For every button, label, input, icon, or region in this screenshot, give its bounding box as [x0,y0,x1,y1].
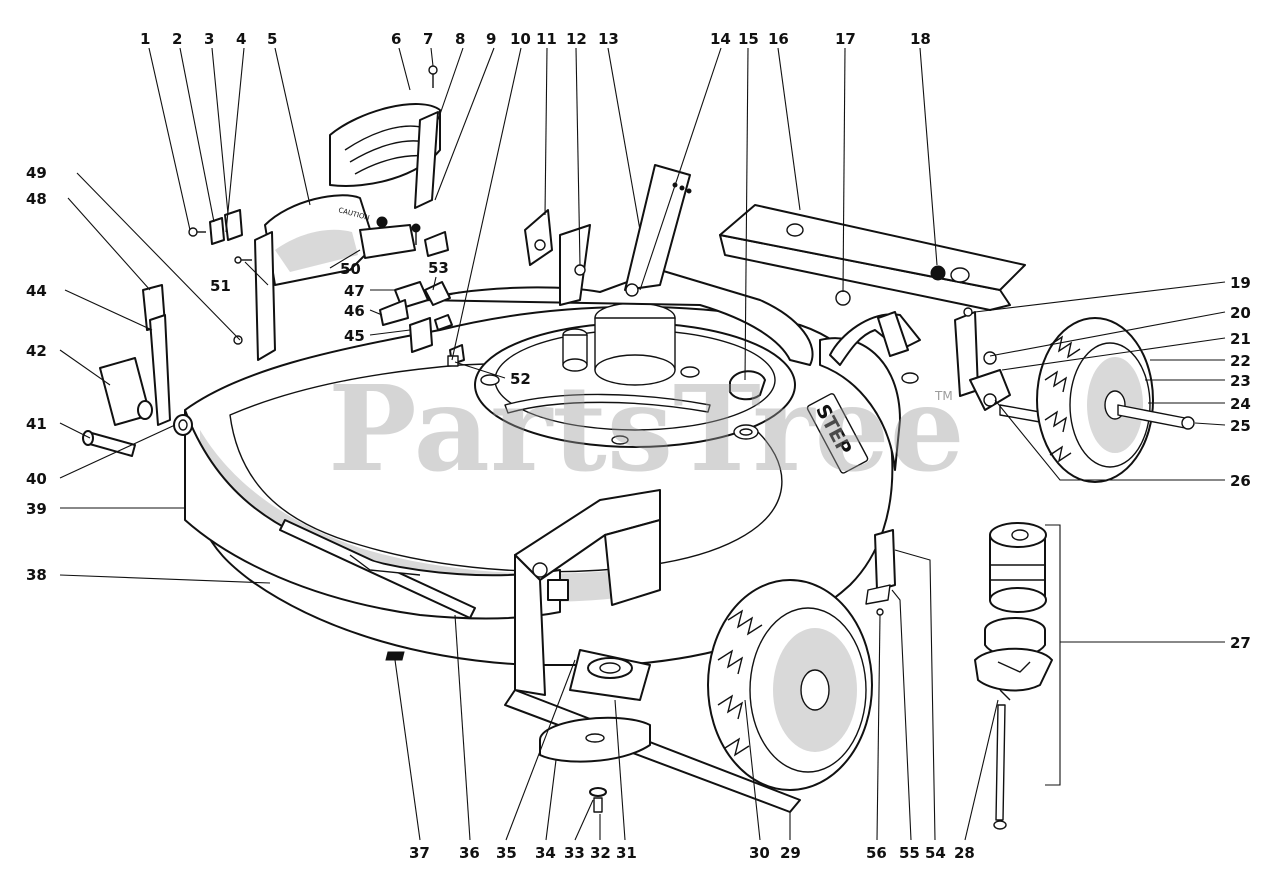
callout-32: 32 [590,844,611,862]
callout-52: 52 [510,370,531,388]
callout-34: 34 [535,844,556,862]
callout-8: 8 [455,30,465,48]
front-left-bracket [82,284,193,457]
side-bracket-left [524,209,591,306]
height-linkage [379,231,465,365]
misc-hardware [380,218,459,367]
callout-6: 6 [391,30,401,48]
callout-2: 2 [172,30,182,48]
callout-23: 23 [1230,372,1251,390]
callout-18: 18 [910,30,931,48]
callout-14: 14 [710,30,731,48]
rear-plate [719,204,1026,311]
callout-4: 4 [236,30,246,48]
callout-45: 45 [344,327,365,345]
callout-10: 10 [510,30,531,48]
right-side-parts [865,529,896,616]
callout-17: 17 [835,30,856,48]
callout-24: 24 [1230,395,1251,413]
callout-21: 21 [1230,330,1251,348]
front-frame [514,489,661,696]
callout-35: 35 [496,844,517,862]
callout-55: 55 [899,844,920,862]
callout-22: 22 [1230,352,1251,370]
callout-37: 37 [409,844,430,862]
callout-20: 20 [1230,304,1251,322]
watermark: PartsTree [328,359,965,498]
callout-26: 26 [1230,472,1251,490]
callout-40: 40 [26,470,47,488]
callout-48: 48 [26,190,47,208]
callout-27: 27 [1230,634,1251,652]
callout-9: 9 [486,30,496,48]
callout-numbers: 1 2 3 4 5 6 7 8 9 10 11 12 13 14 15 16 1… [26,30,1251,862]
rear-wheel [1036,317,1195,483]
front-baffle [279,519,476,661]
callout-15: 15 [738,30,759,48]
callout-38: 38 [26,566,47,584]
callout-28: 28 [954,844,975,862]
callout-5: 5 [267,30,277,48]
callout-47: 47 [344,282,365,300]
callout-31: 31 [616,844,637,862]
callout-3: 3 [204,30,214,48]
callout-25: 25 [1230,417,1251,435]
callout-44: 44 [26,282,47,300]
callout-30: 30 [749,844,770,862]
discharge-chute: CAUTION [254,65,441,361]
callout-16: 16 [768,30,789,48]
callout-56: 56 [866,844,887,862]
callout-29: 29 [780,844,801,862]
callout-46: 46 [344,302,365,320]
callout-41: 41 [26,415,47,433]
callout-54: 54 [925,844,946,862]
callout-53: 53 [428,259,449,277]
callout-51: 51 [210,277,231,295]
callout-13: 13 [598,30,619,48]
callout-49: 49 [26,164,47,182]
callout-7: 7 [423,30,433,48]
callout-39: 39 [26,500,47,518]
callout-12: 12 [566,30,587,48]
callout-11: 11 [536,30,557,48]
watermark-tm: TM [934,389,953,403]
callout-1: 1 [140,30,150,48]
callout-42: 42 [26,342,47,360]
left-hardware [188,209,421,345]
motor-assembly [974,522,1053,830]
callout-36: 36 [459,844,480,862]
leader-lines [59,47,1226,841]
handle-bracket [624,164,692,297]
callout-33: 33 [564,844,585,862]
blade-assembly [504,649,801,813]
callout-50: 50 [340,260,361,278]
callout-19: 19 [1230,274,1251,292]
front-wheel [707,579,873,791]
